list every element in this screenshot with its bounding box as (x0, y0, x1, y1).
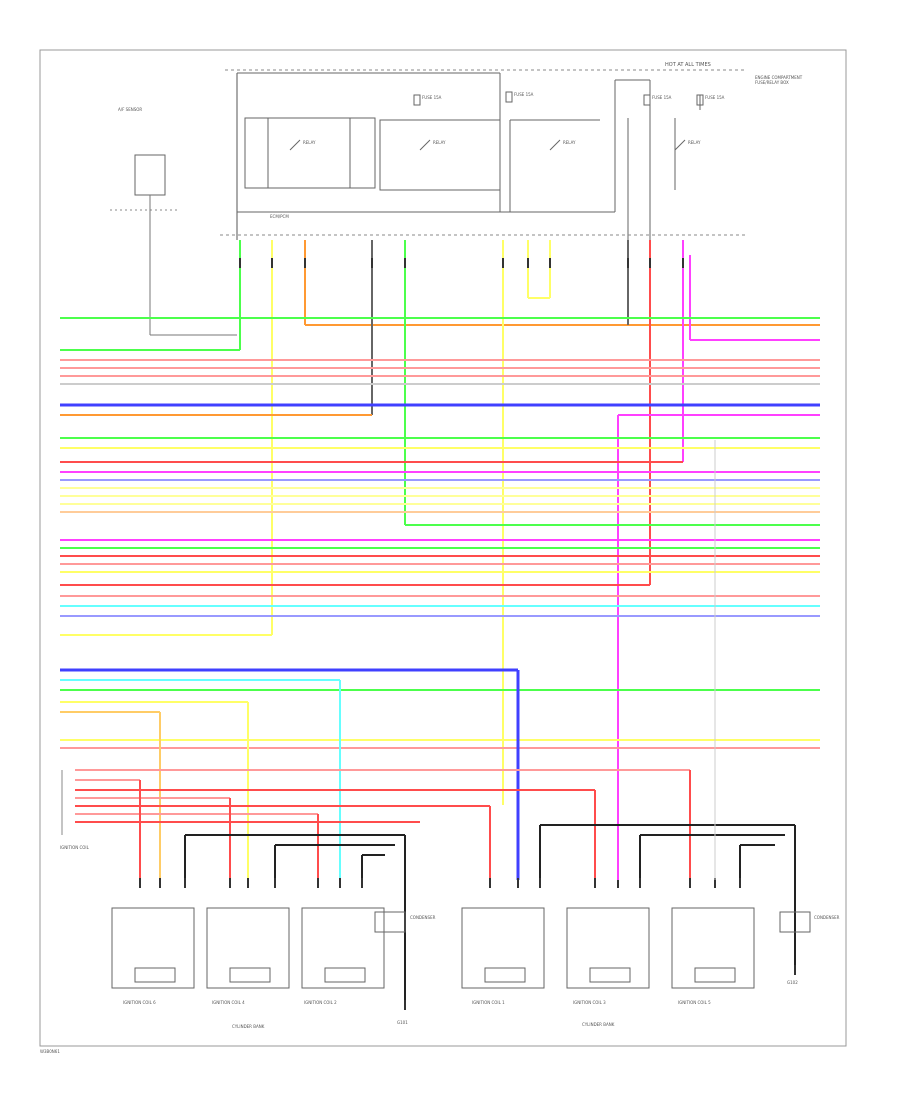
ign-coil-6-box (111, 907, 195, 989)
sensor-top-left-label: A/F SENSOR (118, 107, 143, 112)
ign-coil-1-label: IGNITION COIL 1 (472, 1000, 505, 1005)
condenser-right-label: CONDENSER (814, 915, 840, 920)
relay-3-label: RELAY (563, 140, 576, 145)
ign-coil-5-box (671, 907, 755, 989)
relay-box-note: ENGINE COMPARTMENT FUSE/RELAY BOX (755, 75, 803, 85)
diagram-frame (39, 49, 847, 1047)
ignition-coils (111, 907, 811, 989)
harness-bus (60, 317, 820, 749)
fuse-relay-area (220, 69, 746, 240)
footer-code: W3B0N61 (40, 1049, 60, 1054)
ign-coil-5-label: IGNITION COIL 5 (678, 1000, 711, 1005)
ground-right-label: G102 (787, 980, 798, 985)
ign-coil-6-label: IGNITION COIL 6 (123, 1000, 156, 1005)
connector-pins (139, 258, 796, 1010)
fuse-4-label: FUSE 15A (705, 95, 725, 100)
ign-coil-3-label: IGNITION COIL 3 (573, 1000, 606, 1005)
ign-coil-4-label: IGNITION COIL 4 (212, 1000, 245, 1005)
relay-2-label: RELAY (433, 140, 446, 145)
fuse-3-label: FUSE 15A (652, 95, 672, 100)
fuse-1-label: FUSE 15A (422, 95, 442, 100)
coil-feed-wires (61, 670, 796, 1005)
sensor-top-left (110, 154, 237, 336)
ecm-note: ECM/PCM (270, 214, 289, 219)
hot-at-all-times-label: HOT AT ALL TIMES (665, 62, 711, 68)
fuse-2-label: FUSE 15A (514, 92, 534, 97)
left-side-note: IGNITION COIL (60, 845, 89, 850)
ign-coil-1-box (461, 907, 545, 989)
condenser-left-label: CONDENSER (410, 915, 436, 920)
condenser-right-box (779, 911, 811, 933)
relay-4-label: RELAY (688, 140, 701, 145)
relay-1-label: RELAY (303, 140, 316, 145)
bank-left-label: CYLINDER BANK (232, 1024, 265, 1029)
ign-coil-4-box (206, 907, 290, 989)
ground-left-label: G101 (397, 1020, 408, 1025)
ign-coil-2-box (301, 907, 385, 989)
ign-coil-3-box (566, 907, 650, 989)
bank-right-label: CYLINDER BANK (582, 1022, 615, 1027)
condenser-left-box (374, 911, 406, 933)
ign-coil-2-label: IGNITION COIL 2 (304, 1000, 337, 1005)
